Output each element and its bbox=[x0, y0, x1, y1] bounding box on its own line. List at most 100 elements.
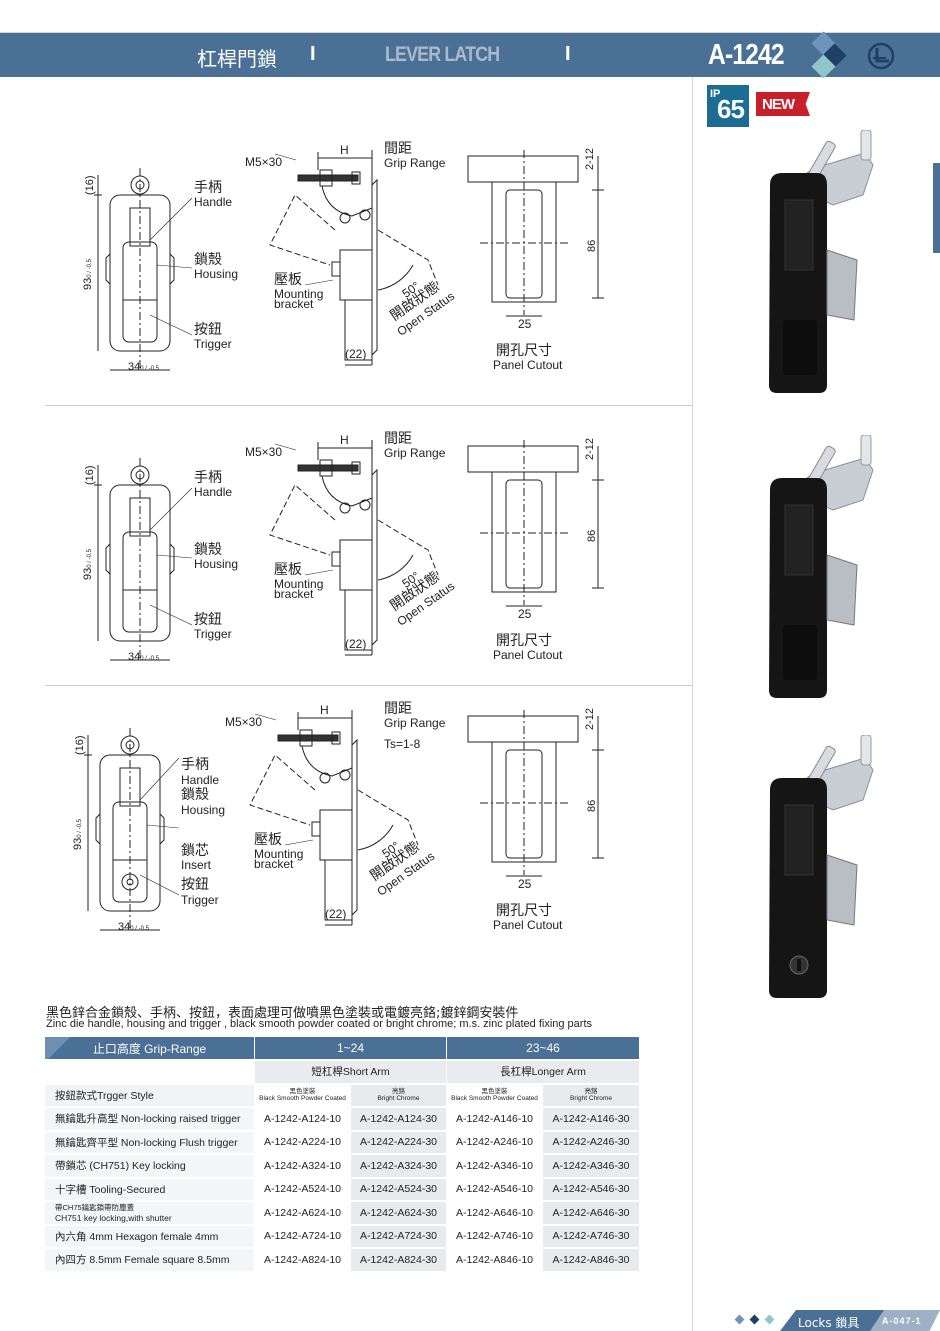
top-margin bbox=[0, 0, 940, 32]
side-view bbox=[249, 710, 419, 926]
part-number: A-1242-A724-30 bbox=[351, 1225, 447, 1247]
part-number: A-1242-A746-30 bbox=[543, 1225, 640, 1247]
label-cut-range: 2-12 bbox=[584, 707, 596, 730]
label-bracket-cn: 壓板 bbox=[274, 562, 302, 578]
section-divider bbox=[45, 685, 692, 686]
brand-logo-icon bbox=[867, 42, 895, 70]
dim-height-value: 93 bbox=[72, 837, 84, 850]
label-ts: Ts=1-8 bbox=[384, 737, 421, 751]
new-label: NEW bbox=[762, 96, 795, 113]
section-divider bbox=[45, 405, 692, 406]
dim-width-tol: 0 / -0.5 bbox=[140, 656, 159, 662]
ip-value: 65 bbox=[717, 94, 745, 124]
label-cut-width: 25 bbox=[518, 317, 532, 331]
section-label: Locks 鎖具 bbox=[798, 1316, 860, 1330]
part-number: A-1242-A546-10 bbox=[447, 1178, 543, 1200]
part-number-table: 止口高度 Grip-Range 1~24 23~46 短杠桿Short Arm … bbox=[45, 1035, 640, 1273]
trigger-style: 無鑰匙齊平型 Non-locking Flush trigger bbox=[45, 1131, 255, 1153]
part-number: A-1242-A546-30 bbox=[543, 1178, 640, 1200]
part-number: A-1242-A824-30 bbox=[351, 1249, 447, 1271]
dim-top: (16) bbox=[84, 175, 96, 195]
part-number: A-1242-A224-10 bbox=[255, 1131, 351, 1153]
part-number: A-1242-A724-10 bbox=[255, 1225, 351, 1247]
trigger-style-label: 內六角 4mm Hexagon female 4mm bbox=[55, 1230, 219, 1243]
trigger-style-label: 帶鎖芯 (CH751) Key locking bbox=[55, 1160, 186, 1173]
label-bracket-cn: 壓板 bbox=[254, 832, 282, 848]
label-depth: (22) bbox=[345, 637, 367, 651]
label-cut-width: 25 bbox=[518, 607, 532, 621]
dim-width: 340 / -0.5 bbox=[118, 922, 149, 933]
label-panel-cutout: Panel Cutout bbox=[493, 918, 563, 932]
trigger-style: 帶鎖芯 (CH751) Key locking bbox=[45, 1155, 255, 1177]
label-trigger: Trigger bbox=[181, 893, 219, 907]
dim-width: 340 / -0.5 bbox=[128, 652, 159, 663]
label-mounting: Mounting bbox=[254, 847, 304, 861]
label-mounting: Mounting bbox=[274, 577, 324, 591]
part-number: A-1242-A324-30 bbox=[351, 1155, 447, 1177]
product-photo bbox=[769, 130, 874, 393]
part-number: A-1242-A246-30 bbox=[543, 1131, 640, 1153]
page-footer: Locks 鎖具 A-047-1 bbox=[700, 1308, 940, 1331]
ip-prefix: IP bbox=[710, 88, 721, 100]
product-photo bbox=[769, 735, 874, 998]
label-cut-height: 86 bbox=[586, 239, 598, 252]
dim-width: 340 / -0.5 bbox=[128, 362, 159, 373]
part-number: A-1242-A646-30 bbox=[543, 1202, 640, 1224]
page-header: 杠桿門鎖 I LEVER LATCH I A-1242 bbox=[0, 31, 940, 79]
finish-en: Bright Chrome bbox=[570, 1095, 612, 1103]
finish-en: Black Smooth Powder Coated bbox=[451, 1095, 538, 1103]
description-en: Zinc die handle, housing and trigger , b… bbox=[46, 1018, 593, 1030]
part-number: A-1242-A124-10 bbox=[255, 1108, 351, 1130]
finish-cn: 亮鉻 bbox=[392, 1088, 405, 1096]
part-number: A-1242-A824-10 bbox=[255, 1249, 351, 1271]
part-number: A-1242-A846-10 bbox=[447, 1249, 543, 1271]
part-number: A-1242-A324-10 bbox=[255, 1155, 351, 1177]
trigger-style-label: 無鑰匙齊平型 Non-locking Flush trigger bbox=[55, 1136, 238, 1149]
trigger-style: 內六角 4mm Hexagon female 4mm bbox=[45, 1225, 255, 1247]
label-h: H bbox=[340, 143, 349, 157]
side-view bbox=[269, 150, 439, 366]
label-housing: Housing bbox=[181, 803, 226, 817]
new-badge: NEW bbox=[756, 92, 810, 116]
table-row: 內四方 8.5mm Female square 8.5mm A-1242-A82… bbox=[45, 1249, 640, 1271]
finish-cn: 黑色塗裝 bbox=[289, 1088, 316, 1096]
label-cutout-cn: 開孔尺寸 bbox=[496, 633, 552, 649]
label-grip-range: Grip Range bbox=[384, 156, 446, 170]
label-handle-cn: 手柄 bbox=[181, 757, 209, 773]
side-tab bbox=[933, 163, 940, 253]
label-screw: M5×30 bbox=[245, 445, 283, 459]
label-cutout-cn: 開孔尺寸 bbox=[496, 343, 552, 359]
part-number: A-1242-A524-30 bbox=[351, 1178, 447, 1200]
part-number: A-1242-A746-10 bbox=[447, 1225, 543, 1247]
trigger-style: 無鑰匙升高型 Non-locking raised trigger bbox=[45, 1108, 255, 1130]
dim-height: 930 / -0.5 bbox=[72, 819, 84, 850]
label-trigger: Trigger bbox=[194, 627, 232, 641]
finish-cn: 黑色塗裝 bbox=[481, 1088, 508, 1096]
label-bracket-cn: 壓板 bbox=[274, 272, 302, 288]
part-number: A-1242-A346-10 bbox=[447, 1155, 543, 1177]
dim-width-tol: 0 / -0.5 bbox=[130, 926, 149, 932]
label-depth: (22) bbox=[345, 347, 367, 361]
label-insert-cn: 鎖芯 bbox=[181, 843, 209, 859]
label-cutout-cn: 開孔尺寸 bbox=[496, 903, 552, 919]
label-trigger: Trigger bbox=[194, 337, 232, 351]
label-housing-cn: 鎖殼 bbox=[194, 252, 222, 268]
style-label: 按鈕款式Trgger Style bbox=[45, 1084, 255, 1106]
finish-cn: 亮鉻 bbox=[584, 1088, 598, 1096]
part-number: A-1242-A346-30 bbox=[543, 1155, 640, 1177]
grip-long: 23~46 bbox=[447, 1037, 640, 1059]
trigger-style-en: CH751 key locking,with shutter bbox=[55, 1213, 172, 1224]
label-insert: Insert bbox=[181, 858, 212, 872]
grip-range-row: 止口高度 Grip-Range 1~24 23~46 bbox=[45, 1037, 640, 1059]
label-h: H bbox=[320, 703, 329, 717]
dim-width-tol: 0 / -0.5 bbox=[140, 366, 159, 372]
table-row: 內六角 4mm Hexagon female 4mm A-1242-A724-1… bbox=[45, 1225, 640, 1247]
label-panel-cutout: Panel Cutout bbox=[493, 648, 563, 662]
technical-drawing bbox=[84, 710, 604, 931]
dim-width-value: 34 bbox=[118, 921, 131, 933]
